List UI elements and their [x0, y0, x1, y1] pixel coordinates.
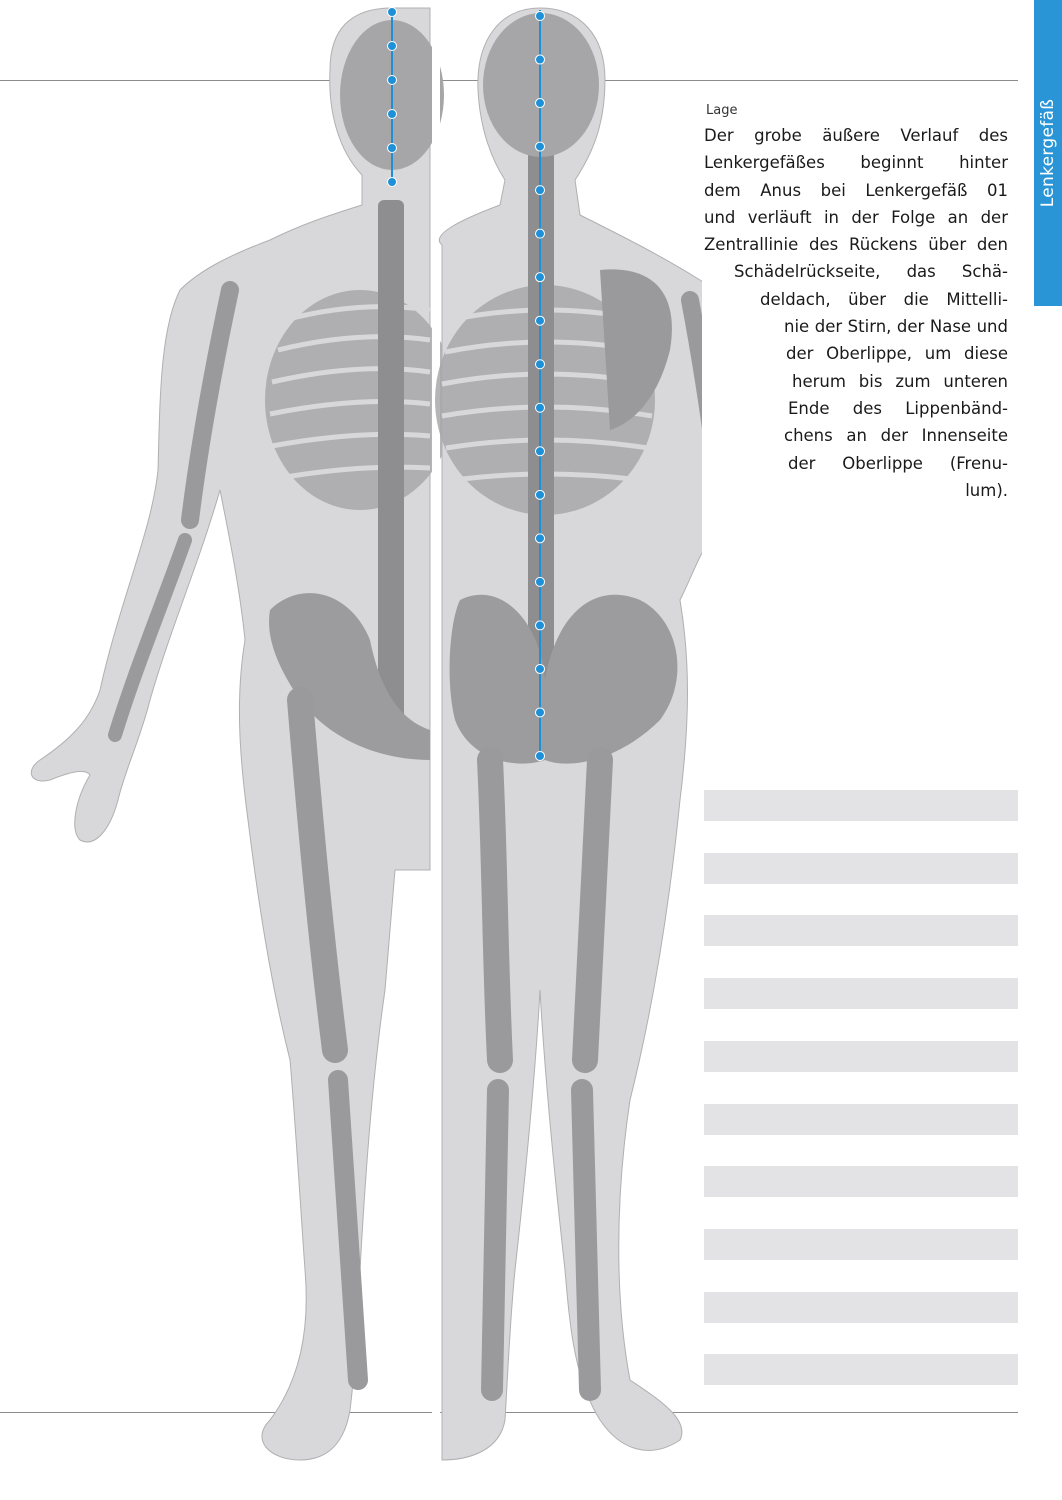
back-meridian-point [535, 751, 545, 761]
note-line[interactable] [704, 1040, 1018, 1072]
description-line: deldach, über die Mittelli- [760, 289, 1008, 309]
note-line[interactable] [704, 1291, 1018, 1323]
front-pelvis [269, 593, 430, 760]
front-meridian-point [387, 75, 397, 85]
back-meridian-point [535, 54, 545, 65]
back-femur-right [572, 747, 613, 1073]
note-line[interactable] [704, 1354, 1018, 1386]
front-meridian-point [387, 7, 397, 17]
front-ribs [269, 304, 431, 481]
description-line: der Oberlippe (Frenu- [788, 453, 1008, 473]
front-tibia [328, 1070, 368, 1390]
note-line[interactable] [704, 978, 1018, 1010]
back-pelvis [449, 594, 678, 764]
front-spine [378, 200, 404, 720]
back-meridian-point [535, 663, 545, 674]
back-meridian-point [535, 98, 545, 109]
note-line[interactable] [704, 790, 1018, 821]
back-meridian-point [535, 185, 545, 196]
description-line: Schädelrückseite, das Schä- [734, 262, 1008, 282]
front-view [30, 7, 455, 1461]
chapter-tab[interactable]: Lenkergefäß [1034, 0, 1062, 306]
description-line: Lenkergefäßes beginnt hinter [704, 153, 1008, 173]
front-forearm [108, 533, 192, 742]
back-meridian-point [535, 228, 545, 239]
back-meridian-point [535, 141, 545, 152]
note-line[interactable] [704, 915, 1018, 947]
description-line: Der grobe äußere Verlauf des [704, 126, 1008, 145]
front-meridian-point [387, 41, 397, 51]
bottom-rule [0, 1412, 1018, 1413]
back-scapula [600, 269, 672, 430]
front-meridian-point [387, 109, 397, 119]
back-meridian-point [535, 533, 545, 544]
section-label: Lage [706, 103, 738, 118]
back-meridian-point [535, 576, 545, 587]
back-humerus [681, 291, 702, 429]
back-femur-left [477, 747, 513, 1073]
note-line[interactable] [704, 852, 1018, 884]
meridian-points [387, 7, 545, 761]
back-meridian-point [535, 359, 545, 370]
back-meridian-point [535, 446, 545, 457]
description-line: chens an der Innenseite [784, 426, 1008, 446]
front-humerus [181, 281, 239, 529]
back-meridian-point [535, 489, 545, 500]
chapter-tab-label: Lenkergefäß [1038, 98, 1058, 208]
description-line: und verläuft in der Folge an der [704, 207, 1008, 227]
back-tibia-left [481, 1079, 509, 1401]
description-line: Zentrallinie des Rückens über den [704, 235, 1008, 255]
back-meridian-point [535, 620, 545, 631]
note-line[interactable] [704, 1166, 1018, 1198]
back-meridian-point [535, 402, 545, 413]
back-meridian-point [535, 11, 545, 21]
back-meridian-point [535, 315, 545, 326]
note-line[interactable] [704, 1228, 1018, 1260]
back-meridian-point [535, 707, 545, 718]
front-meridian-point [387, 177, 397, 187]
back-meridian-point [535, 272, 545, 283]
description-line: nie der Stirn, der Nase und [784, 317, 1008, 337]
description-line: dem Anus bei Lenkergefäß 01 [704, 180, 1008, 200]
description-line: herum bis zum unteren [792, 371, 1008, 391]
description-line: lum). [965, 480, 1008, 500]
note-line[interactable] [704, 1103, 1018, 1135]
acupuncture-figure [30, 7, 702, 1461]
front-meridian-point [387, 143, 397, 153]
front-femur [287, 687, 348, 1063]
description-line: der Oberlippe, um diese [786, 344, 1008, 364]
description-line: Ende des Lippenbänd- [788, 398, 1008, 418]
back-tibia-right [571, 1079, 601, 1401]
back-view [435, 7, 702, 1461]
